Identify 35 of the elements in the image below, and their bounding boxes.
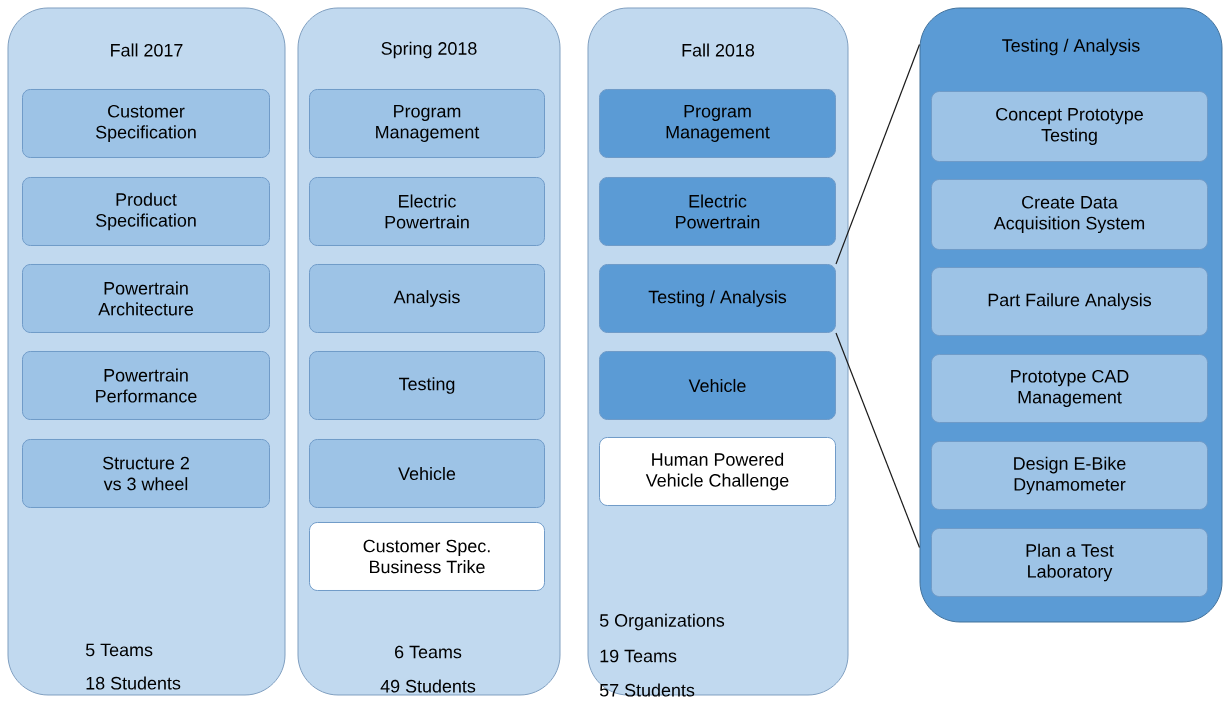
topic-box: Program Management <box>309 89 545 158</box>
topic-box: Powertrain Architecture <box>22 264 270 333</box>
column-title: Fall 2017 <box>111 43 183 57</box>
topic-box: Part Failure Analysis <box>931 267 1208 336</box>
count-text: 6 Teams <box>395 645 462 659</box>
topic-box: Human Powered Vehicle Challenge <box>599 437 836 506</box>
count-text: 18 Students <box>86 676 181 690</box>
topic-box: Analysis <box>309 264 545 333</box>
topic-box: Testing / Analysis <box>599 264 836 333</box>
topic-box: Powertrain Performance <box>22 351 270 420</box>
leader-line <box>835 332 921 549</box>
column-title: Spring 2018 <box>381 41 477 59</box>
column-title: Fall 2018 <box>682 43 755 57</box>
topic-box: Concept Prototype Testing <box>931 91 1208 162</box>
topic-box: Design E-Bike Dynamometer <box>931 441 1208 510</box>
topic-box: Vehicle <box>309 439 545 508</box>
count-text: 57 Students <box>599 683 695 697</box>
topic-box: Structure 2 vs 3 wheel <box>22 439 270 508</box>
topic-box: Product Specification <box>22 177 270 246</box>
topic-box: Prototype CAD Management <box>931 354 1208 423</box>
leader-line <box>835 43 921 265</box>
count-text: 5 Organizations <box>599 613 725 631</box>
count-text: 19 Teams <box>600 649 677 663</box>
topic-box: Program Management <box>599 89 836 158</box>
count-text: 49 Students <box>380 679 476 693</box>
topic-box: Customer Specification <box>22 89 270 158</box>
topic-box: Create Data Acquisition System <box>931 179 1208 250</box>
topic-box: Electric Powertrain <box>309 177 545 246</box>
topic-box: Electric Powertrain <box>599 177 836 246</box>
topic-box: Vehicle <box>599 351 836 420</box>
topic-box: Plan a Test Laboratory <box>931 528 1208 597</box>
count-text: 5 Teams <box>85 643 153 657</box>
topic-box: Testing <box>309 351 545 420</box>
topic-box: Customer Spec. Business Trike <box>309 522 545 591</box>
column-title: Testing / Analysis <box>1002 38 1140 56</box>
